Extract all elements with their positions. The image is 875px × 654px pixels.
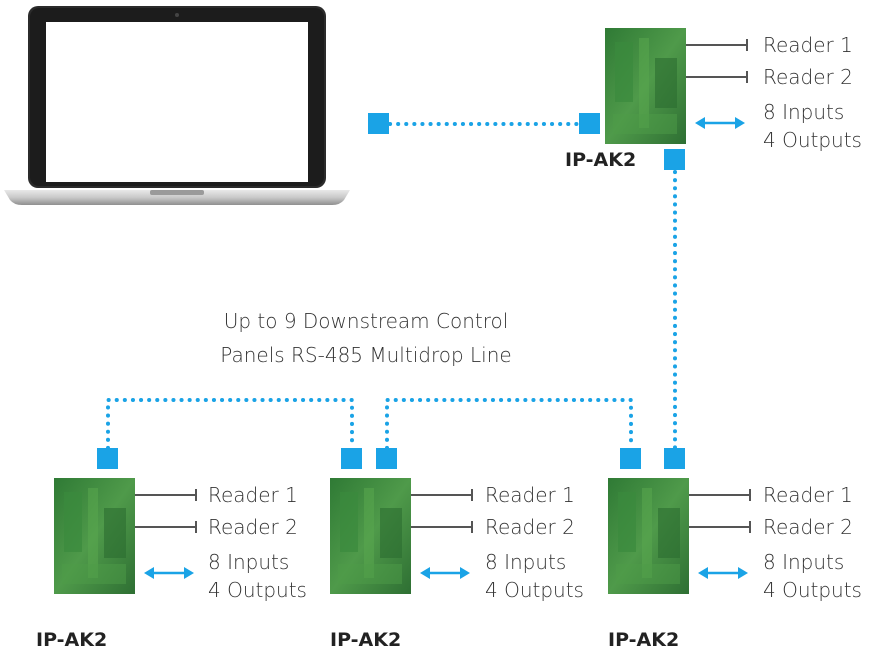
panel-3-port-b [664, 448, 685, 469]
panel-title: IP-AK2 [330, 629, 401, 651]
inputs-label: 8 Inputs [763, 100, 844, 124]
panel-bottom-middle: Reader 1 Reader 2 8 Inputs 4 Outputs IP-… [330, 478, 584, 651]
caption-line-1: Up to 9 Downstream Control [224, 309, 509, 333]
panel-top: Reader 1 Reader 2 8 Inputs 4 Outputs IP-… [565, 28, 862, 171]
panel-1-port [97, 448, 118, 469]
reader-2-label: Reader 2 [208, 515, 298, 539]
panel-2-port-b [376, 448, 397, 469]
left-drop-wire [106, 398, 354, 450]
panel-bottom-right: Reader 1 Reader 2 8 Inputs 4 Outputs IP-… [608, 478, 862, 651]
control-board-icon [605, 28, 686, 144]
multidrop-caption: Up to 9 Downstream Control Panels RS-485… [220, 309, 511, 367]
reader-1-label: Reader 1 [763, 33, 853, 57]
panel-2-port-a [341, 448, 362, 469]
outputs-label: 4 Outputs [485, 578, 584, 602]
right-drop-wire [385, 398, 633, 450]
control-board-icon [54, 478, 135, 594]
control-board-icon [330, 478, 411, 594]
reader-2-label: Reader 2 [485, 515, 575, 539]
connector-ports [97, 113, 685, 469]
panel-title: IP-AK2 [565, 149, 636, 171]
wires [106, 122, 677, 450]
panel-3-port-a [620, 448, 641, 469]
inputs-label: 8 Inputs [485, 550, 566, 574]
panel-title: IP-AK2 [608, 629, 679, 651]
panel-top-bottom-port [664, 149, 685, 170]
panel-top-left-port [579, 113, 600, 134]
outputs-label: 4 Outputs [208, 578, 307, 602]
reader-1-label: Reader 1 [208, 483, 298, 507]
panel-bottom-left: Reader 1 Reader 2 8 Inputs 4 Outputs IP-… [36, 478, 307, 651]
reader-1-label: Reader 1 [485, 483, 575, 507]
reader-2-label: Reader 2 [763, 65, 853, 89]
inputs-label: 8 Inputs [208, 550, 289, 574]
laptop-port [368, 113, 389, 134]
outputs-label: 4 Outputs [763, 128, 862, 152]
outputs-label: 4 Outputs [763, 578, 862, 602]
panel-title: IP-AK2 [36, 629, 107, 651]
reader-2-label: Reader 2 [763, 515, 853, 539]
caption-line-2: Panels RS-485 Multidrop Line [220, 343, 511, 367]
laptop-icon [4, 6, 350, 205]
reader-1-label: Reader 1 [763, 483, 853, 507]
inputs-label: 8 Inputs [763, 550, 844, 574]
control-board-icon [608, 478, 689, 594]
